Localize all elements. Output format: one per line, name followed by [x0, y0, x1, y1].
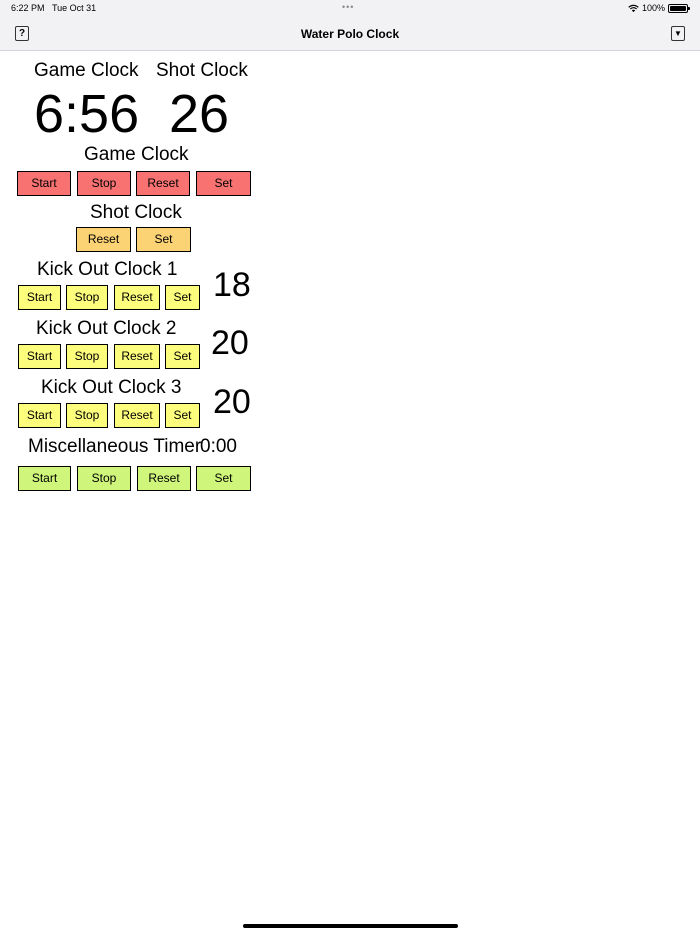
- kick-out-clock-1-start-button[interactable]: Start: [18, 285, 61, 310]
- game-clock-heading: Game Clock: [34, 60, 139, 81]
- page-title: Water Polo Clock: [300, 27, 400, 41]
- kick-out-clock-1-reset-button[interactable]: Reset: [114, 285, 160, 310]
- wifi-icon: [628, 4, 639, 12]
- game-clock-set-button[interactable]: Set: [196, 171, 251, 196]
- shot-clock-heading: Shot Clock: [156, 60, 248, 81]
- game-clock-reset-button[interactable]: Reset: [136, 171, 190, 196]
- misc-timer-heading: Miscellaneous Timer: [28, 436, 202, 457]
- misc-timer-start-button[interactable]: Start: [18, 466, 71, 491]
- battery-icon: [668, 3, 690, 13]
- shot-clock-reset-button[interactable]: Reset: [76, 227, 131, 252]
- shot-clock-display: 26: [169, 84, 230, 144]
- game-clock-stop-button[interactable]: Stop: [77, 171, 131, 196]
- kick-out-clock-2-reset-button[interactable]: Reset: [114, 344, 160, 369]
- menu-dropdown-button[interactable]: ▼: [671, 26, 685, 41]
- kick-out-clock-3-start-button[interactable]: Start: [18, 403, 61, 428]
- kick-out-clock-3-stop-button[interactable]: Stop: [66, 403, 108, 428]
- kick-out-clock-2-set-button[interactable]: Set: [165, 344, 200, 369]
- game-clock-display: 6:56: [34, 84, 140, 144]
- game-clock-controls-heading: Game Clock: [84, 144, 189, 165]
- misc-timer-reset-button[interactable]: Reset: [137, 466, 191, 491]
- kick-out-clock-1-display: 18: [213, 266, 251, 304]
- kick-out-clock-3-display: 20: [213, 383, 251, 421]
- status-indicators: 100%: [628, 3, 690, 13]
- navigation-bar: ? Water Polo Clock ▼: [0, 17, 700, 51]
- kick-out-clock-2-stop-button[interactable]: Stop: [66, 344, 108, 369]
- kick-out-clock-2-heading: Kick Out Clock 2: [36, 318, 177, 339]
- kick-out-clock-1-heading: Kick Out Clock 1: [37, 259, 178, 280]
- misc-timer-stop-button[interactable]: Stop: [77, 466, 131, 491]
- kick-out-clock-3-heading: Kick Out Clock 3: [41, 377, 182, 398]
- kick-out-clock-1-set-button[interactable]: Set: [165, 285, 200, 310]
- game-clock-start-button[interactable]: Start: [17, 171, 71, 196]
- kick-out-clock-2-display: 20: [211, 324, 249, 362]
- kick-out-clock-1-stop-button[interactable]: Stop: [66, 285, 108, 310]
- status-bar: 6:22 PM Tue Oct 31 ••• 100%: [0, 0, 700, 17]
- misc-timer-set-button[interactable]: Set: [196, 466, 251, 491]
- multitasking-dots[interactable]: •••: [342, 2, 355, 12]
- status-time: 6:22 PM: [11, 3, 45, 13]
- battery-percent: 100%: [641, 3, 665, 13]
- status-date: Tue Oct 31: [52, 3, 97, 13]
- shot-clock-set-button[interactable]: Set: [136, 227, 191, 252]
- kick-out-clock-3-reset-button[interactable]: Reset: [114, 403, 160, 428]
- help-button[interactable]: ?: [15, 26, 29, 41]
- home-indicator[interactable]: [243, 924, 458, 928]
- misc-timer-display: 0:00: [200, 436, 237, 457]
- kick-out-clock-3-set-button[interactable]: Set: [165, 403, 200, 428]
- shot-clock-controls-heading: Shot Clock: [90, 202, 182, 223]
- kick-out-clock-2-start-button[interactable]: Start: [18, 344, 61, 369]
